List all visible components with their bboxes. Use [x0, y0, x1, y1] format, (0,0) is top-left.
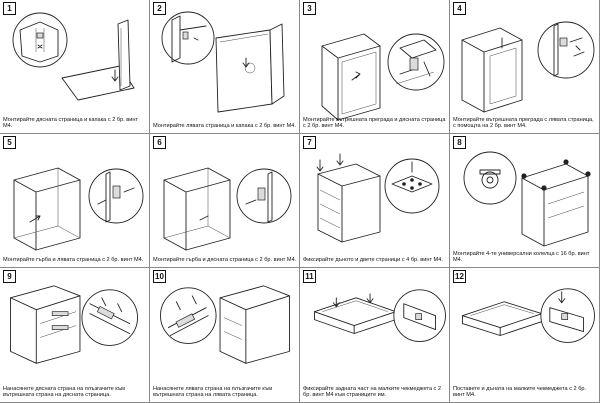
step-number-7: 7 — [303, 136, 316, 149]
step-panel-9: 9 Нанасянете дясната страна на плъзгачит… — [0, 268, 150, 403]
step-caption-12: Поставете и дъната на малките чекмеджета… — [453, 385, 587, 399]
step-panel-2: 2 Монтирайте лявата страница и капака с … — [150, 0, 300, 134]
step-caption-6: Монтирайте гърба и дясната страница с 2 … — [153, 257, 297, 264]
step-caption-5: Монтирайте гърба и лявата страница с 2 б… — [3, 257, 144, 264]
step-caption-8: Монтирайте 4-те универсални колелца с 16… — [453, 250, 590, 264]
step-number-3: 3 — [303, 2, 316, 15]
step-caption-1: Монтирайте дясната страница и капака с 2… — [3, 116, 139, 130]
step-9-illustration — [10, 285, 138, 364]
step-caption-4: Монтирайте вътрешната преграда с лявата … — [453, 116, 594, 130]
step-panel-6: 6 Монтирайте гърба и дясната страница с … — [150, 134, 300, 268]
step-10-illustration — [160, 285, 290, 364]
step-5-illustration — [13, 167, 144, 251]
step-6-illustration — [163, 167, 292, 251]
step-caption-7: Фиксирайте дъното и двете страници с 4 б… — [303, 257, 443, 264]
detail-zoom-circle — [463, 151, 517, 205]
step-number-8: 8 — [453, 136, 466, 149]
step-7-illustration — [316, 153, 440, 243]
step-2-illustration — [161, 11, 285, 113]
step-caption-2: Монтирайте лявата страница и капака с 2 … — [153, 123, 296, 130]
step-number-2: 2 — [153, 2, 166, 15]
detail-zoom-circle — [537, 21, 595, 79]
step-panel-11: 11 Фиксирайте задната част на малките че… — [300, 268, 450, 403]
step-caption-11: Фиксирайте задната част на малките чекме… — [303, 385, 442, 399]
step-caption-10: Нанасянете лявата страна на плъзгачите к… — [153, 385, 273, 399]
step-panel-8: 8 Монтирайте 4-те универсални колелца с … — [450, 134, 600, 268]
step-number-12: 12 — [453, 270, 466, 283]
step-panel-7: 7 Фиксирайте дъното и двете страници с 4… — [300, 134, 450, 268]
detail-zoom-circle — [12, 12, 68, 68]
step-panel-3: 3 Монтирайте вътрешната преграда и дясна… — [300, 0, 450, 134]
step-number-10: 10 — [153, 270, 166, 283]
step-4-illustration — [461, 21, 595, 113]
step-8-illustration — [463, 151, 591, 247]
step-caption-3: Монтирайте вътрешната преграда и дясната… — [303, 116, 446, 130]
step-1-illustration — [12, 12, 135, 101]
step-number-6: 6 — [153, 136, 166, 149]
step-panel-5: 5 Монтирайте гърба и лявата страница с 2… — [0, 134, 150, 268]
step-panel-1: 1 Монтирайте дясната страница и капака с… — [0, 0, 150, 134]
step-number-4: 4 — [453, 2, 466, 15]
step-panel-10: 10 Нанасянете лявата страна на плъзгачит… — [150, 268, 300, 403]
step-number-5: 5 — [3, 136, 16, 149]
step-panel-4: 4 Монтирайте вътрешната преграда с ляват… — [450, 0, 600, 134]
step-number-1: 1 — [3, 2, 16, 15]
step-12-illustration — [462, 288, 595, 343]
step-number-9: 9 — [3, 270, 16, 283]
step-number-11: 11 — [303, 270, 316, 283]
step-3-illustration — [321, 33, 445, 121]
step-11-illustration — [314, 289, 446, 342]
step-panel-12: 12 Поставете и дъната на малките чекмедж… — [450, 268, 600, 403]
step-caption-9: Нанасянете дясната страна на плъзгачите … — [3, 385, 126, 399]
